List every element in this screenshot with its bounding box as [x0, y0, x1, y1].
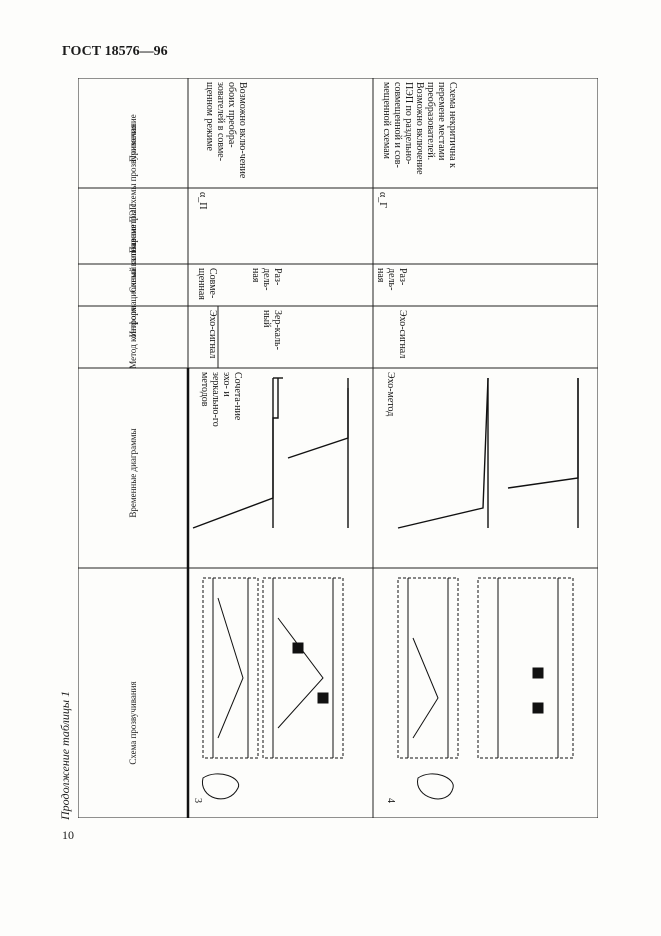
sounding-scheme-row4 [397, 577, 574, 800]
table-continuation-caption: Продолжение таблицы 1 [58, 690, 72, 820]
sounding-scheme-row3 [202, 577, 344, 800]
page-number: 10 [62, 828, 74, 842]
rotated-table: Схема прозвучивания Временные диаграммы … [78, 78, 598, 818]
timing-diagram-row3 [192, 377, 349, 529]
row4-scheme-a: Раз-дель-ная [375, 268, 408, 291]
table-grid [78, 78, 598, 818]
row3-number: 3 [192, 798, 203, 803]
row3-scheme-b: Раз-дель-ная [250, 268, 283, 291]
row3-signal-b: Зер-каль-ный [261, 310, 283, 350]
row4-method: Эхо-метод [385, 372, 396, 417]
row3-method: Сочета-ние эхо- и зеркально-го методов [199, 372, 243, 427]
row3-param: α_П [197, 192, 208, 210]
col-header-diagrams: Временные диаграммы [128, 428, 138, 518]
row4-param: α_Г [377, 192, 388, 209]
col-header-scheme: Схема прозвучивания [128, 681, 138, 765]
row3-signal-a: Эхо-сигнал [207, 310, 218, 359]
row3-scheme-a: Совме-щенная [196, 268, 218, 300]
col-header-note: Примечание [128, 114, 138, 162]
page-header: ГОСТ 18576—96 [62, 44, 168, 59]
timing-diagram-row4 [397, 377, 579, 529]
row4-number: 4 [385, 798, 396, 803]
row4-note: Схема некритична к перемене местами прео… [381, 82, 458, 175]
row4-signal-a: Эхо-сигнал [397, 310, 408, 359]
row3-note: Возможно вклю-чение обоих преобра-зовате… [204, 82, 248, 179]
